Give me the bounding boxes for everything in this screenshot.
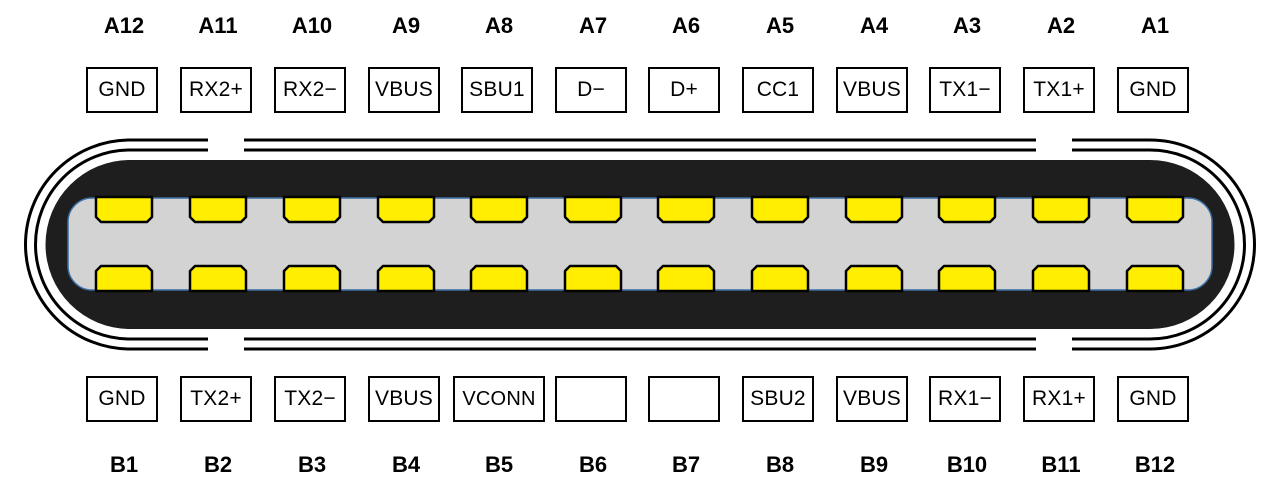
contact-pad <box>656 264 716 293</box>
shell-outer-ring <box>24 138 1256 351</box>
signal-label: TX2+ <box>180 376 252 422</box>
shell-gap <box>1036 335 1072 353</box>
pin-id: A7 <box>578 13 608 38</box>
signal-label: VCONN <box>453 376 545 422</box>
pin-id: B4 <box>391 452 421 477</box>
contact-pad <box>563 195 623 224</box>
pin-id: B5 <box>484 452 514 477</box>
signal-label: GND <box>1117 67 1189 113</box>
pin-id: A5 <box>765 13 795 38</box>
contact-pad <box>750 195 810 224</box>
contact-pad <box>844 264 904 293</box>
signal-label: RX2− <box>274 67 346 113</box>
signal-label: D− <box>555 67 627 113</box>
pin-id: A2 <box>1046 13 1076 38</box>
signal-label: VBUS <box>836 376 908 422</box>
contact-pad <box>188 264 248 293</box>
signal-label: TX2− <box>274 376 346 422</box>
signal-label: SBU2 <box>742 376 814 422</box>
signal-label <box>555 376 627 422</box>
signal-label: GND <box>86 376 158 422</box>
pin-id: A4 <box>859 13 889 38</box>
pin-id: B10 <box>946 452 988 477</box>
contact-pad <box>1031 195 1091 224</box>
signal-label: CC1 <box>742 67 814 113</box>
signal-label: RX1+ <box>1023 376 1095 422</box>
contact-pad <box>282 264 342 293</box>
pin-id: B6 <box>578 452 608 477</box>
signal-label: GND <box>86 67 158 113</box>
shell-gap <box>208 136 244 154</box>
tongue <box>67 197 1213 291</box>
pin-id: A3 <box>952 13 982 38</box>
pin-id: A12 <box>103 13 145 38</box>
signal-label: GND <box>1117 376 1189 422</box>
signal-label: TX1+ <box>1023 67 1095 113</box>
contact-pad <box>563 264 623 293</box>
shell-gap <box>208 335 244 353</box>
shell-gap <box>1036 136 1072 154</box>
signal-label: SBU1 <box>461 67 533 113</box>
contact-pad <box>656 195 716 224</box>
pin-id: A10 <box>291 13 333 38</box>
contact-pad <box>1125 264 1185 293</box>
signal-label: RX1− <box>929 376 1001 422</box>
contact-pad <box>282 195 342 224</box>
pin-id: B7 <box>671 452 701 477</box>
contact-pad <box>1125 195 1185 224</box>
pin-id: B12 <box>1134 452 1176 477</box>
signal-label: VBUS <box>368 376 440 422</box>
signal-label <box>648 376 720 422</box>
contact-pad <box>750 264 810 293</box>
pin-id: B3 <box>297 452 327 477</box>
contact-pad <box>937 264 997 293</box>
signal-label: VBUS <box>836 67 908 113</box>
bottom-contacts <box>94 264 1185 293</box>
contact-pad <box>94 195 154 224</box>
pin-id: B2 <box>203 452 233 477</box>
pin-id: A11 <box>198 13 238 38</box>
contact-pad <box>94 264 154 293</box>
top-contacts <box>94 195 1185 224</box>
pin-id: B1 <box>109 452 139 477</box>
signal-label: VBUS <box>368 67 440 113</box>
contact-pad <box>937 195 997 224</box>
signal-label: D+ <box>648 67 720 113</box>
pin-id: A6 <box>671 13 701 38</box>
pin-id: B11 <box>1041 452 1081 477</box>
shell-inner-ring <box>34 148 1246 341</box>
pin-id: B9 <box>859 452 889 477</box>
pin-id: B8 <box>765 452 795 477</box>
contact-pad <box>376 195 436 224</box>
contact-pad <box>376 264 436 293</box>
contact-pad <box>1031 264 1091 293</box>
signal-label: TX1− <box>929 67 1001 113</box>
signal-label: RX2+ <box>180 67 252 113</box>
contact-pad <box>188 195 248 224</box>
contact-pad <box>844 195 904 224</box>
pin-id: A1 <box>1140 13 1170 38</box>
pin-id: A8 <box>484 13 514 38</box>
contact-pad <box>469 264 529 293</box>
pin-id: A9 <box>391 13 421 38</box>
contact-pad <box>469 195 529 224</box>
